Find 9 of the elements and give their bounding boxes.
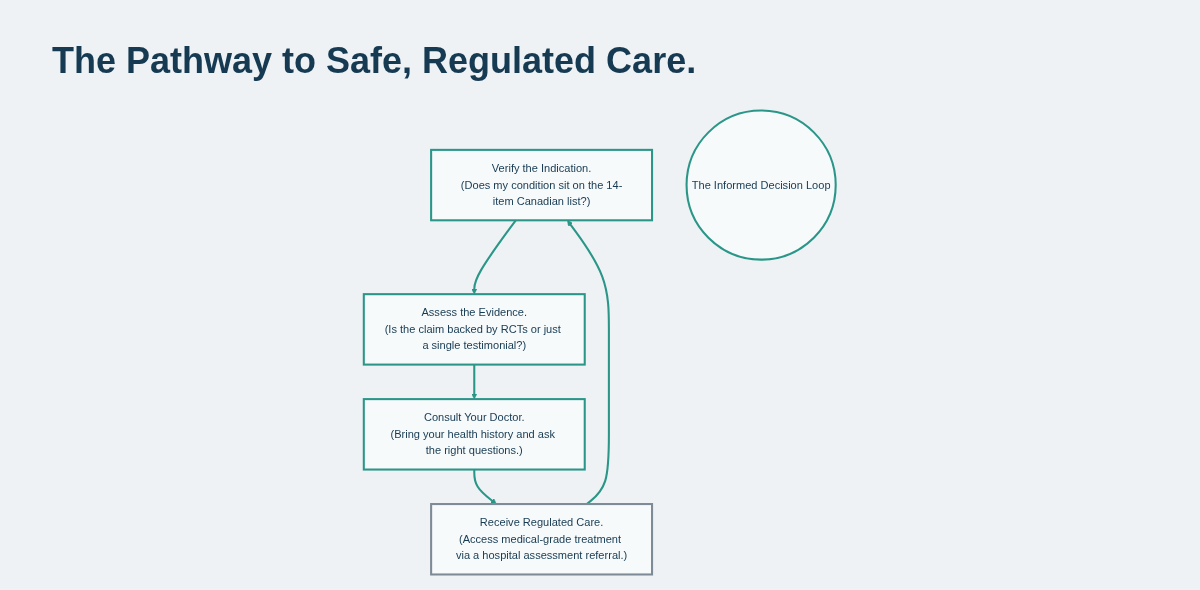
arrow (471, 364, 478, 400)
node-box: Consult Your Doctor. (Bring your health history and ask the right questions.) (363, 398, 586, 471)
node-box: Verify the Indication. (Does my condition sit on the 14-item Canadian list?) (430, 148, 654, 222)
node-box: Assess the Evidence. (Is the claim backed by RCTs or just a single testimonial?) (363, 293, 586, 366)
arrow (567, 220, 611, 505)
title: The Pathway to Safe, Regulated Care. (52, 40, 697, 82)
node-box: Receive Regulated Care. (Access medical-grade treatment via a hospital assessment referral.) (430, 503, 654, 576)
node-circle: The Informed Decision Loop (685, 109, 837, 261)
arrow (473, 469, 497, 505)
